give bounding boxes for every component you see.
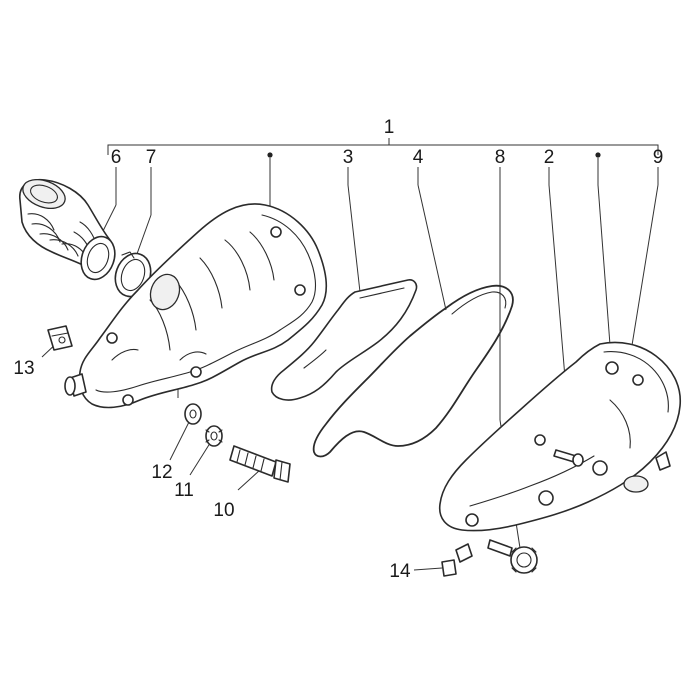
star-washer bbox=[205, 425, 223, 447]
callout-4: 4 bbox=[413, 147, 424, 168]
callout-14: 14 bbox=[389, 561, 411, 582]
callout-12: 12 bbox=[151, 462, 172, 483]
hex-bolt bbox=[229, 445, 291, 483]
gasket bbox=[312, 284, 514, 458]
air-box-housing bbox=[64, 203, 328, 409]
callout-labels: 1 2 3 4 6 7 8 9 10 11 12 13 14 bbox=[13, 117, 663, 582]
callout-11: 11 bbox=[174, 480, 194, 501]
callout-13: 13 bbox=[13, 358, 34, 379]
callout-10: 10 bbox=[213, 500, 234, 521]
small-nut bbox=[441, 559, 457, 577]
air-box-cover bbox=[438, 341, 681, 532]
air-filter-element bbox=[270, 279, 418, 401]
screw bbox=[553, 449, 584, 467]
flat-washer bbox=[184, 403, 202, 425]
callout-2: 2 bbox=[544, 147, 555, 168]
callout-1: 1 bbox=[384, 117, 395, 138]
bracket-dot-left bbox=[267, 152, 273, 158]
callout-6: 6 bbox=[111, 147, 122, 168]
bracket-dot-right bbox=[595, 152, 601, 158]
callout-9: 9 bbox=[653, 147, 664, 168]
callout-3: 3 bbox=[343, 147, 354, 168]
intake-hose bbox=[19, 178, 116, 281]
callout-8: 8 bbox=[495, 147, 506, 168]
knob-screw bbox=[455, 539, 538, 574]
assembly-bracket bbox=[107, 138, 659, 158]
callout-7: 7 bbox=[146, 147, 157, 168]
clip-nut bbox=[47, 325, 73, 351]
